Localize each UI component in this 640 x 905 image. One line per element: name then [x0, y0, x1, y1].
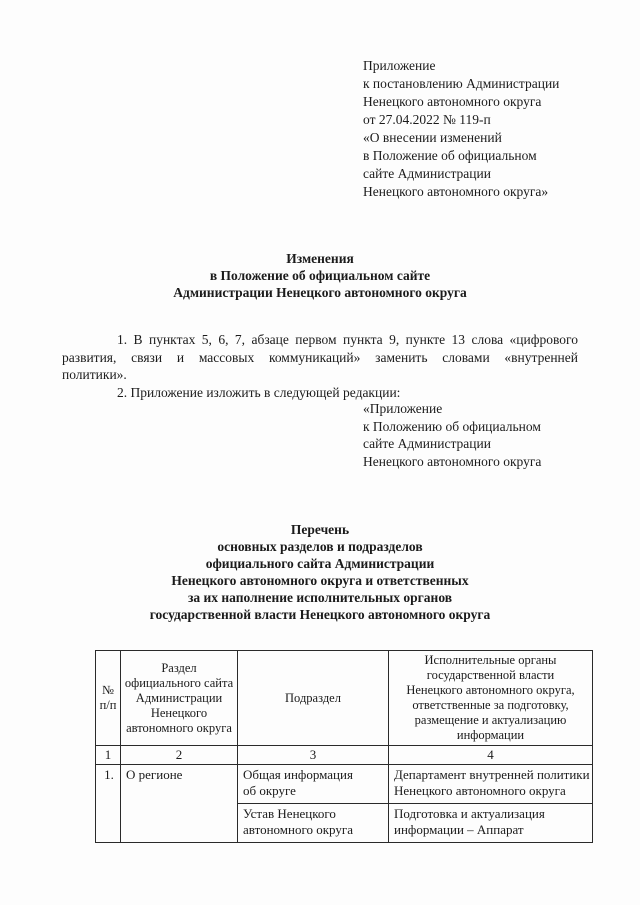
title-line: основных разделов и подразделов	[217, 539, 423, 554]
appendix-ref-line: к постановлению Администрации	[363, 76, 560, 91]
appendix-ref-line: от 27.04.2022 № 119-п	[363, 112, 491, 127]
paragraph-line: 2. Приложение изложить в следующей редак…	[117, 384, 401, 400]
appendix-ref-line: Приложение	[363, 58, 436, 73]
subsection-cell: Устав Ненецкого автономного округа	[237, 803, 389, 843]
column-number-cell: 2	[120, 745, 238, 765]
header-line: размещение и актуализацию	[414, 713, 567, 727]
appendix-ref-line: в Положение об официальном	[363, 148, 537, 163]
table-header-row: № п/п Раздел официального сайта Админист…	[95, 650, 593, 746]
responsible-cell: Подготовка и актуализация информации – А…	[388, 803, 593, 843]
sections-table: № п/п Раздел официального сайта Админист…	[95, 650, 593, 843]
header-line: Администрации	[135, 690, 223, 705]
title-line: за их наполнение исполнительных органов	[187, 590, 453, 605]
responsible-cell: Департамент внутренней политики Ненецког…	[388, 764, 593, 804]
appendix-ref-line: «Приложение	[363, 401, 443, 416]
cell-line: Департамент внутренней политики	[394, 767, 590, 782]
header-line: информации	[456, 728, 525, 742]
appendix-ref-line: к Положению об официальном	[363, 418, 541, 434]
paragraph-line: развития, связи и массовых коммуникаций»…	[62, 349, 578, 365]
title-line: государственной власти Ненецкого автоном…	[149, 607, 491, 622]
appendix-ref-line: Ненецкого автономного округа»	[363, 184, 549, 199]
appendix-ref-line: Ненецкого автономного округа	[363, 94, 542, 109]
header-cell-subsection: Подраздел	[237, 650, 389, 746]
title-line: Перечень	[290, 522, 350, 537]
header-line: ответственные за подготовку,	[412, 698, 569, 712]
paragraph-line: 1. В пунктах 5, 6, 7, абзаце первом пунк…	[117, 332, 578, 347]
column-number-cell: 3	[237, 745, 389, 765]
cell-line: Общая информация	[243, 767, 353, 782]
table-row: Устав Ненецкого автономного округа Подго…	[96, 803, 593, 843]
header-line: Ненецкого автономного округа,	[406, 683, 575, 697]
header-cell-number: № п/п	[95, 650, 121, 746]
cell-line: Ненецкого автономного округа	[394, 783, 566, 798]
header-cell-section: Раздел официального сайта Администрации …	[120, 650, 238, 746]
cell-line: информации – Аппарат	[394, 822, 524, 837]
section-cell: О регионе	[120, 764, 238, 843]
title-line: Администрации Ненецкого автономного окру…	[173, 285, 467, 300]
cell-line: Устав Ненецкого	[243, 806, 336, 821]
header-line: государственной власти	[426, 668, 555, 682]
header-line: Исполнительные органы	[424, 653, 557, 667]
header-line: автономного округа	[126, 720, 232, 735]
title-line: Ненецкого автономного округа и ответстве…	[171, 573, 469, 588]
cell-line: Подготовка и актуализация	[394, 806, 545, 821]
header-line: официального сайта	[124, 675, 234, 690]
column-number-cell: 1	[95, 745, 121, 765]
row-number-cell: 1.	[95, 764, 121, 843]
title-line: официального сайта Администрации	[205, 556, 435, 571]
changes-title: Изменения в Положение об официальном сай…	[62, 250, 578, 301]
title-line: в Положение об официальном сайте	[209, 268, 431, 283]
header-line: Подраздел	[285, 690, 341, 705]
paragraph-line: политики».	[62, 367, 127, 382]
header-line: №	[102, 683, 114, 697]
body-text: 1. В пунктах 5, 6, 7, абзаце первом пунк…	[62, 331, 578, 401]
appendix-ref-line: сайте Администрации	[363, 166, 491, 181]
cell-line: об округе	[243, 783, 296, 798]
header-line: Раздел	[161, 660, 197, 675]
title-line: Изменения	[286, 251, 354, 266]
list-title: Перечень основных разделов и подразделов…	[62, 521, 578, 623]
header-line: п/п	[99, 698, 117, 712]
appendix-ref-line: Ненецкого автономного округа	[363, 453, 542, 469]
column-number-cell: 4	[388, 745, 593, 765]
subsection-cell: Общая информация об округе	[237, 764, 389, 804]
appendix-reference-block-2: «Приложение к Положению об официальном с…	[363, 400, 541, 470]
appendix-reference-block: Приложение к постановлению Администрации…	[363, 57, 559, 201]
header-cell-responsible: Исполнительные органы государственной вл…	[388, 650, 593, 746]
column-numbers-row: 1 2 3 4	[95, 745, 593, 765]
table-row: 1. О регионе Общая информация об округе …	[95, 764, 593, 843]
appendix-ref-line: «О внесении изменений	[363, 130, 502, 145]
cell-line: автономного округа	[243, 822, 353, 837]
appendix-ref-line: сайте Администрации	[363, 436, 491, 451]
header-line: Ненецкого	[150, 705, 208, 720]
